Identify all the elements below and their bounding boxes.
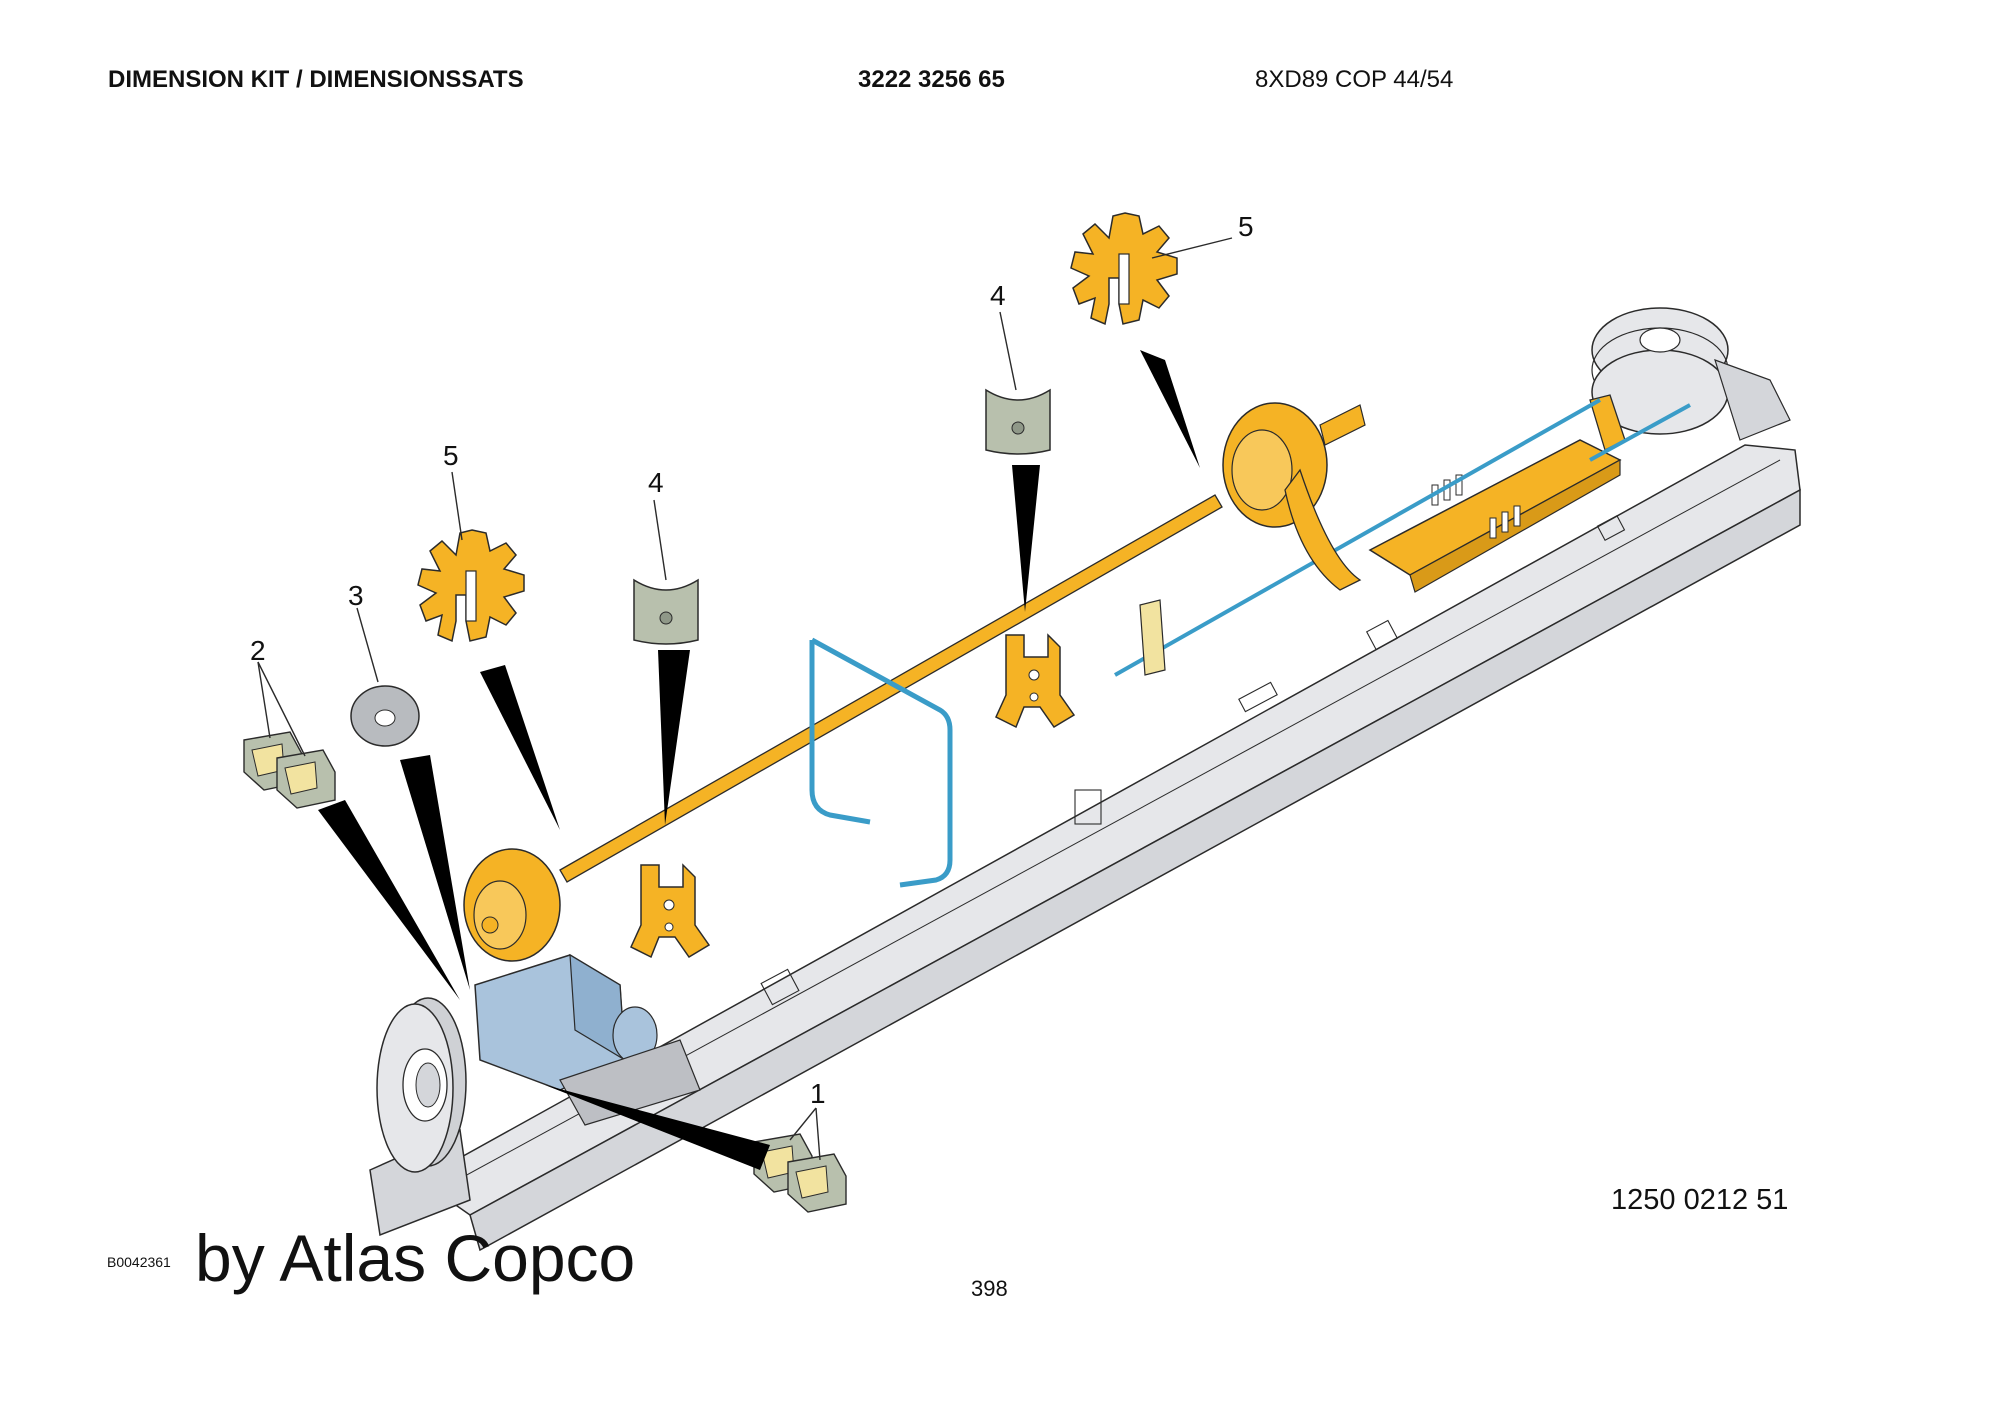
callout-4-front: 4 [648, 467, 664, 498]
model-name: 8XD89 COP 44/54 [1255, 66, 1454, 93]
part-4-front [633, 579, 699, 645]
front-centralizer [376, 997, 467, 1173]
front-rod-holder [463, 848, 561, 962]
hose-drum [1591, 307, 1791, 441]
rod-guide-bracket-front [630, 864, 710, 958]
part-5-rear [1070, 212, 1178, 325]
callout-5-rear: 5 [1238, 211, 1254, 242]
watermark: by Atlas Copco [195, 1221, 636, 1295]
callout-3: 3 [348, 580, 364, 611]
callout-1: 1 [810, 1078, 826, 1109]
page-number: 398 [971, 1276, 1008, 1301]
drill-rod [559, 494, 1223, 883]
callout-2: 2 [250, 635, 266, 666]
rod-guide-bracket-rear [995, 634, 1075, 728]
part-2-wear-pads [243, 731, 336, 809]
rear-rod-holder [1222, 402, 1366, 591]
part-4-rear [985, 389, 1051, 455]
callout-4-rear: 4 [990, 280, 1006, 311]
leader-lines [257, 237, 1233, 1161]
image-id: B0042361 [107, 1254, 171, 1270]
hose-loop [809, 637, 953, 888]
hose-lines [1114, 398, 1691, 677]
document-number: 1250 0212 51 [1611, 1184, 1789, 1216]
part-5-front [417, 529, 525, 642]
callout-5-front: 5 [443, 440, 459, 471]
part-3-washer [350, 685, 420, 747]
pointer-arrows [318, 350, 1200, 1170]
part-number: 3222 3256 65 [858, 66, 1005, 93]
page-title: DIMENSION KIT / DIMENSIONSSATS [108, 66, 524, 93]
slide-plate [1368, 394, 1626, 593]
cradle-plate [1139, 599, 1166, 676]
feed-beam [369, 444, 1801, 1252]
